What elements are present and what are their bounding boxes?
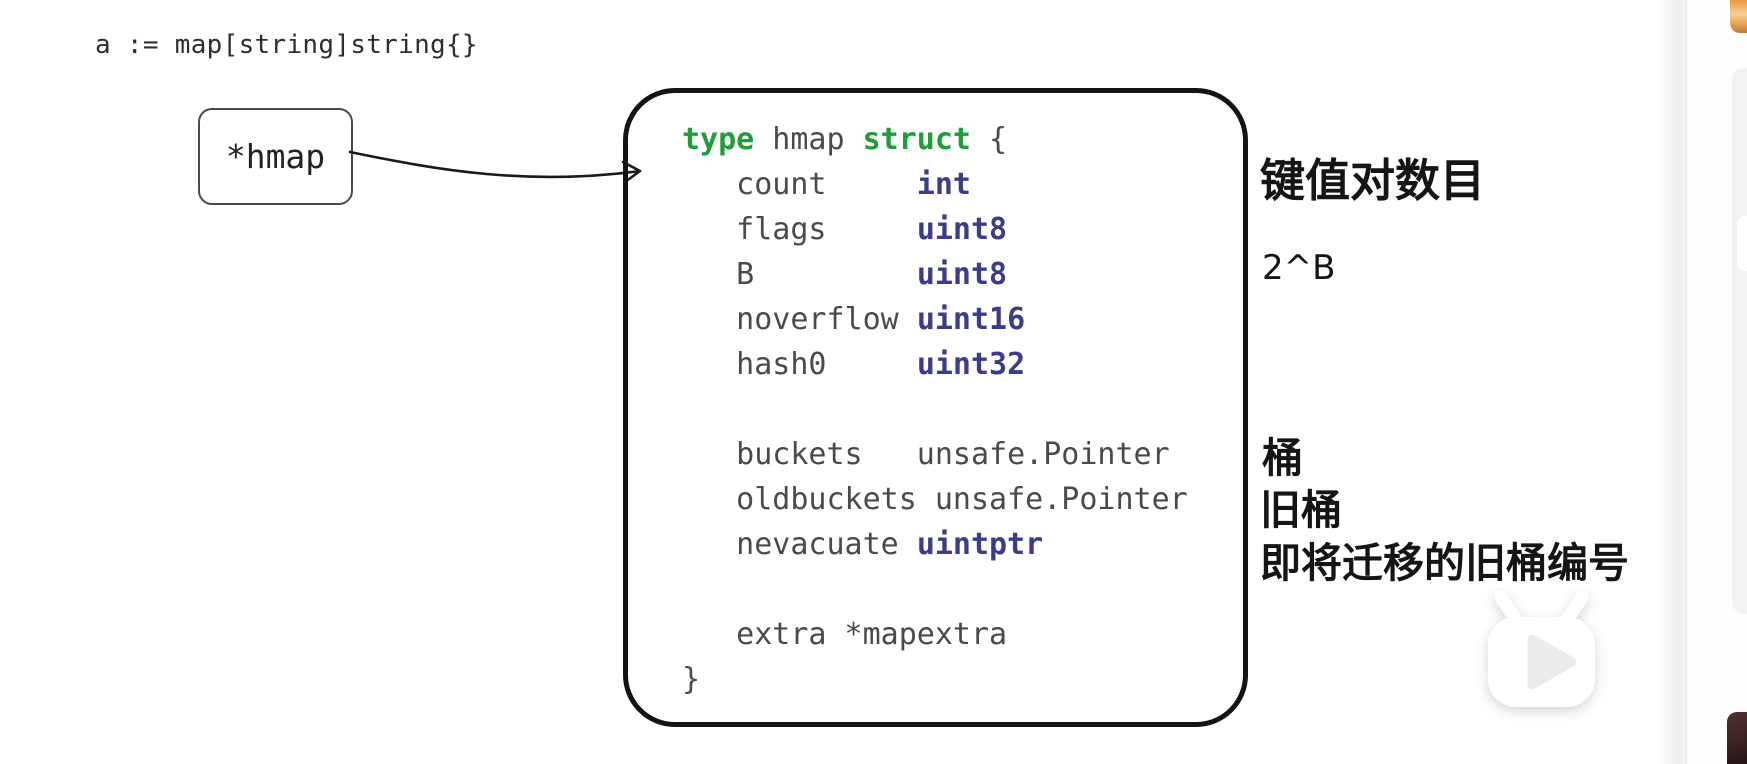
sidebar-panel <box>1732 68 1747 614</box>
sidebar-thumbnail-bottom[interactable] <box>1727 712 1747 764</box>
hmap-pointer-box: *hmap <box>198 108 353 205</box>
annotation-nevacuate: 即将迁移的旧桶编号 <box>1260 539 1629 587</box>
sidebar-card[interactable] <box>1737 216 1747 271</box>
hmap-pointer-label: *hmap <box>225 137 326 176</box>
annotation-count: 键值对数目 <box>1260 154 1486 207</box>
sidebar-thumbnail-top[interactable] <box>1730 0 1747 33</box>
bilibili-tv-watermark-icon <box>1488 590 1595 707</box>
hmap-struct-code: type hmap struct { count int flags uint8… <box>682 122 1188 697</box>
annotation-2-pow-b: 2^B <box>1262 248 1336 288</box>
player-edge-divider <box>1658 0 1686 764</box>
map-declaration-text: a := map[string]string{} <box>95 30 478 60</box>
page-side-strip <box>1686 0 1747 764</box>
hmap-struct-box <box>623 88 1248 727</box>
annotation-buckets: 桶 <box>1262 434 1303 482</box>
annotation-oldbuckets: 旧桶 <box>1260 486 1342 534</box>
